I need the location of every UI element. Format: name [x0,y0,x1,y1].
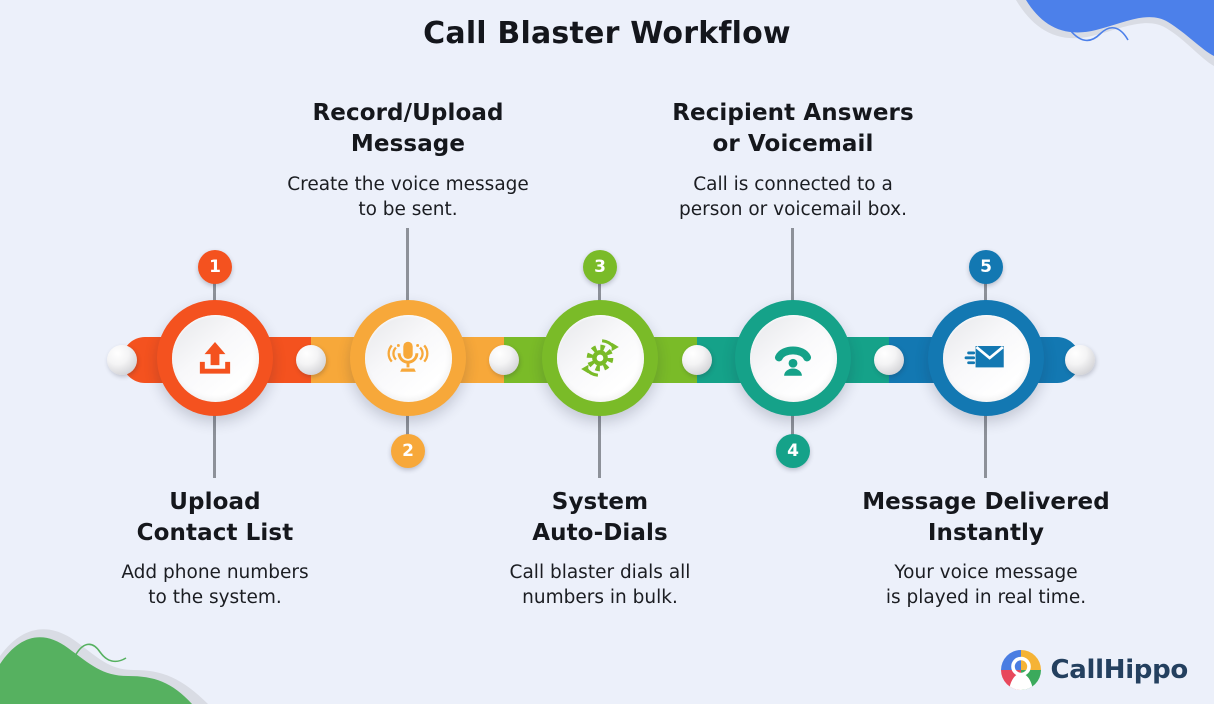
connector-line [406,414,409,436]
wave-fill [0,637,192,704]
auto-dial-icon [581,339,619,377]
squiggle-line [73,643,127,663]
step-description: Add phone numbers to the system. [121,562,309,608]
step-circle-inner [749,314,837,402]
wave-blob-top-right [1016,0,1214,66]
microphone-icon [387,341,429,372]
step-description: Create the voice message to be sent. [287,174,529,220]
step-circle [157,300,273,416]
step-heading: Message Delivered Instantly [862,489,1110,546]
workflow-step-4: Recipient Answers or Voicemail Call is c… [643,0,943,704]
step-circle-inner [171,314,259,402]
connector-line [598,283,601,303]
step-circle [735,300,851,416]
workflow-step-3: 3 System Auto-Dials Call blaster dials a… [450,0,750,704]
step-number-badge: 4 [776,434,810,468]
squiggle-line [1069,27,1129,42]
track-connector-ball [1065,345,1095,375]
step-circle [928,300,1044,416]
callhippo-logo-icon [1001,650,1042,690]
step-heading: Recipient Answers or Voicemail [672,100,914,157]
step-circle-inner [942,314,1030,402]
page-title: Call Blaster Workflow [423,16,791,51]
brand-wordmark: CallHippo [1050,655,1188,685]
call-answer-icon [774,346,812,376]
step-circle [350,300,466,416]
track-connector-ball [296,345,326,375]
workflow-step-5: 5 Message Delivered Instantly Your voice… [836,0,1136,704]
track-connector-ball [874,345,904,375]
workflow-step-2: Record/Upload Message Create the voice m… [258,0,558,704]
connector-line [213,414,216,478]
fast-mail-icon [964,345,1004,368]
connector-line [213,283,216,303]
connector-line [791,414,794,436]
step-number-badge: 1 [198,250,232,284]
step-circle-inner [364,314,452,402]
upload-icon [199,342,231,374]
workflow-step-1: 1 Upload Contact List Add phone numbers … [65,0,365,704]
step-description: Your voice message is played in real tim… [885,562,1087,608]
step-heading: Record/Upload Message [312,100,504,157]
connector-line [791,228,794,303]
connector-line [984,283,987,303]
hippo-silhouette-icon [1009,656,1034,690]
step-number-badge: 2 [391,434,425,468]
step-number-badge: 5 [969,250,1003,284]
step-heading: System Auto-Dials [532,489,668,546]
brand-footer: CallHippo [1001,650,1188,690]
step-heading: Upload Contact List [136,489,294,546]
step-circle-inner [556,314,644,402]
step-description: Call blaster dials all numbers in bulk. [509,562,691,608]
step-number-badge: 3 [583,250,617,284]
connector-line [598,414,601,478]
wave-fill [1026,0,1214,56]
track-connector-ball [489,345,519,375]
track-connector-ball [107,345,137,375]
step-description: Call is connected to a person or voicema… [679,174,907,220]
track-connector-ball [682,345,712,375]
step-circle [542,300,658,416]
wave-blob-bottom-left [0,629,208,704]
connector-line [984,414,987,478]
connector-line [406,228,409,303]
